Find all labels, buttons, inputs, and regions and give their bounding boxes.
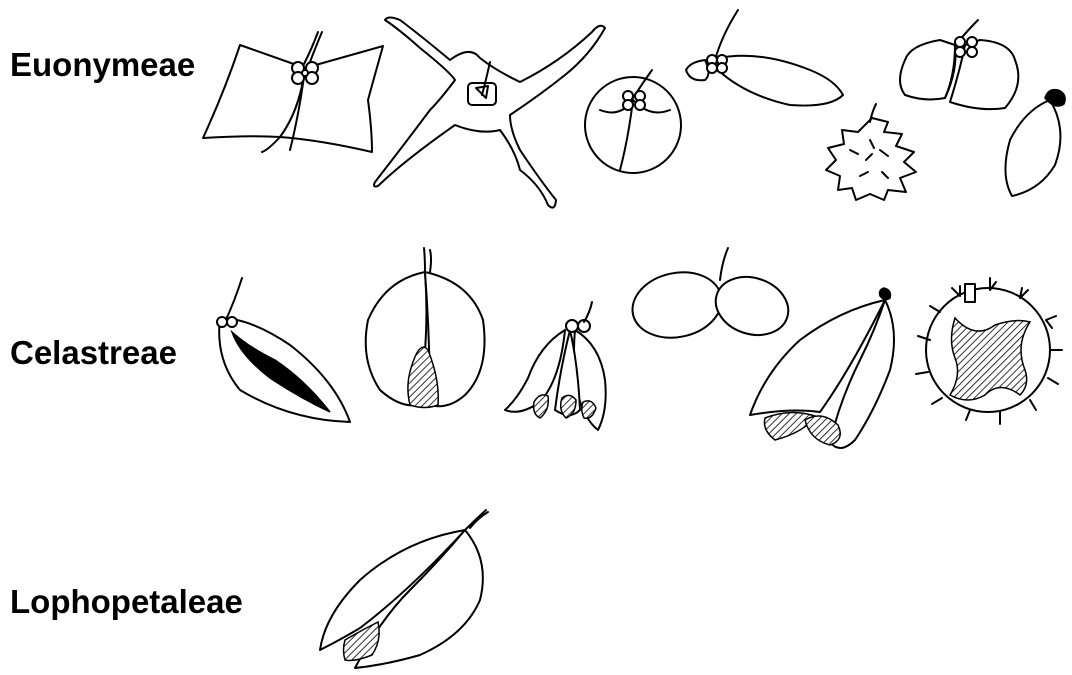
euonymeae-fruit-winged-capsule — [203, 32, 383, 152]
euonymeae-fruit-spiny-round — [826, 104, 916, 200]
lophopetaleae-fruit-bivalved — [320, 510, 488, 668]
celastreae-fruit-star-aril — [916, 278, 1062, 424]
euonymeae-fruit-round-capsule — [585, 70, 681, 173]
euonymeae-fruit-four-lobed — [900, 20, 1018, 109]
euonymeae-fruit-star-shaped — [374, 18, 605, 208]
celastreae-fruit-arillate-seed — [217, 278, 350, 422]
celastreae-fruit-three-valved — [505, 302, 606, 430]
celastreae-fruit-bivalved-capsule — [366, 248, 485, 408]
celastreae-fruit-twin-lobed — [626, 248, 796, 346]
euonymeae-fruit-teardrop — [1005, 90, 1065, 196]
euonymeae-fruit-elongated-capsule — [686, 10, 843, 106]
